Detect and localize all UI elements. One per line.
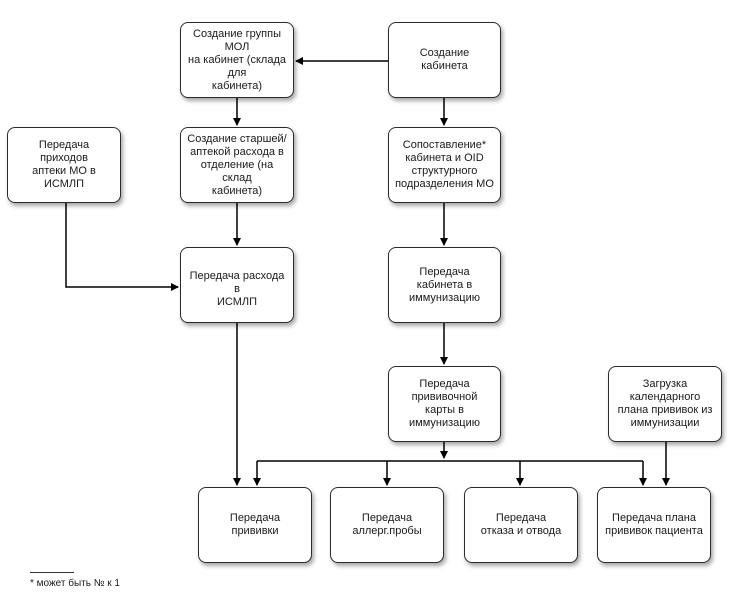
node-transfer-room: Передача кабинета в иммунизацию: [388, 247, 501, 323]
node-transfer-refusal: Передача отказа и отвода: [464, 487, 578, 563]
node-transfer-vaccination-card: Передача прививочной карты в иммунизацию: [388, 366, 501, 442]
node-transfer-expense: Передача расхода в ИСМЛП: [180, 247, 294, 323]
node-create-mol-group: Создание группы МОЛ на кабинет (склада д…: [180, 22, 294, 98]
node-create-senior-expense: Создание старшей/ аптекой расхода в отде…: [180, 127, 294, 203]
node-transfer-patient-plan: Передача плана прививок пациента: [597, 487, 711, 563]
node-pharmacy-receipts: Передача приходов аптеки МО в ИСМЛП: [7, 127, 121, 203]
node-transfer-allergy-test: Передача аллерг.пробы: [330, 487, 444, 563]
node-room-oid-mapping: Сопоставление* кабинета и OID структурно…: [388, 127, 501, 203]
footnote-text: * может быть № к 1: [30, 578, 120, 589]
node-transfer-vaccination: Передача прививки: [198, 487, 312, 563]
node-create-room: Создание кабинета: [388, 22, 501, 98]
node-load-calendar-plan: Загрузка календарного плана прививок из …: [608, 366, 722, 442]
arrow-pharmacy-to-expense: [65, 203, 179, 291]
footnote-divider: [30, 572, 74, 573]
